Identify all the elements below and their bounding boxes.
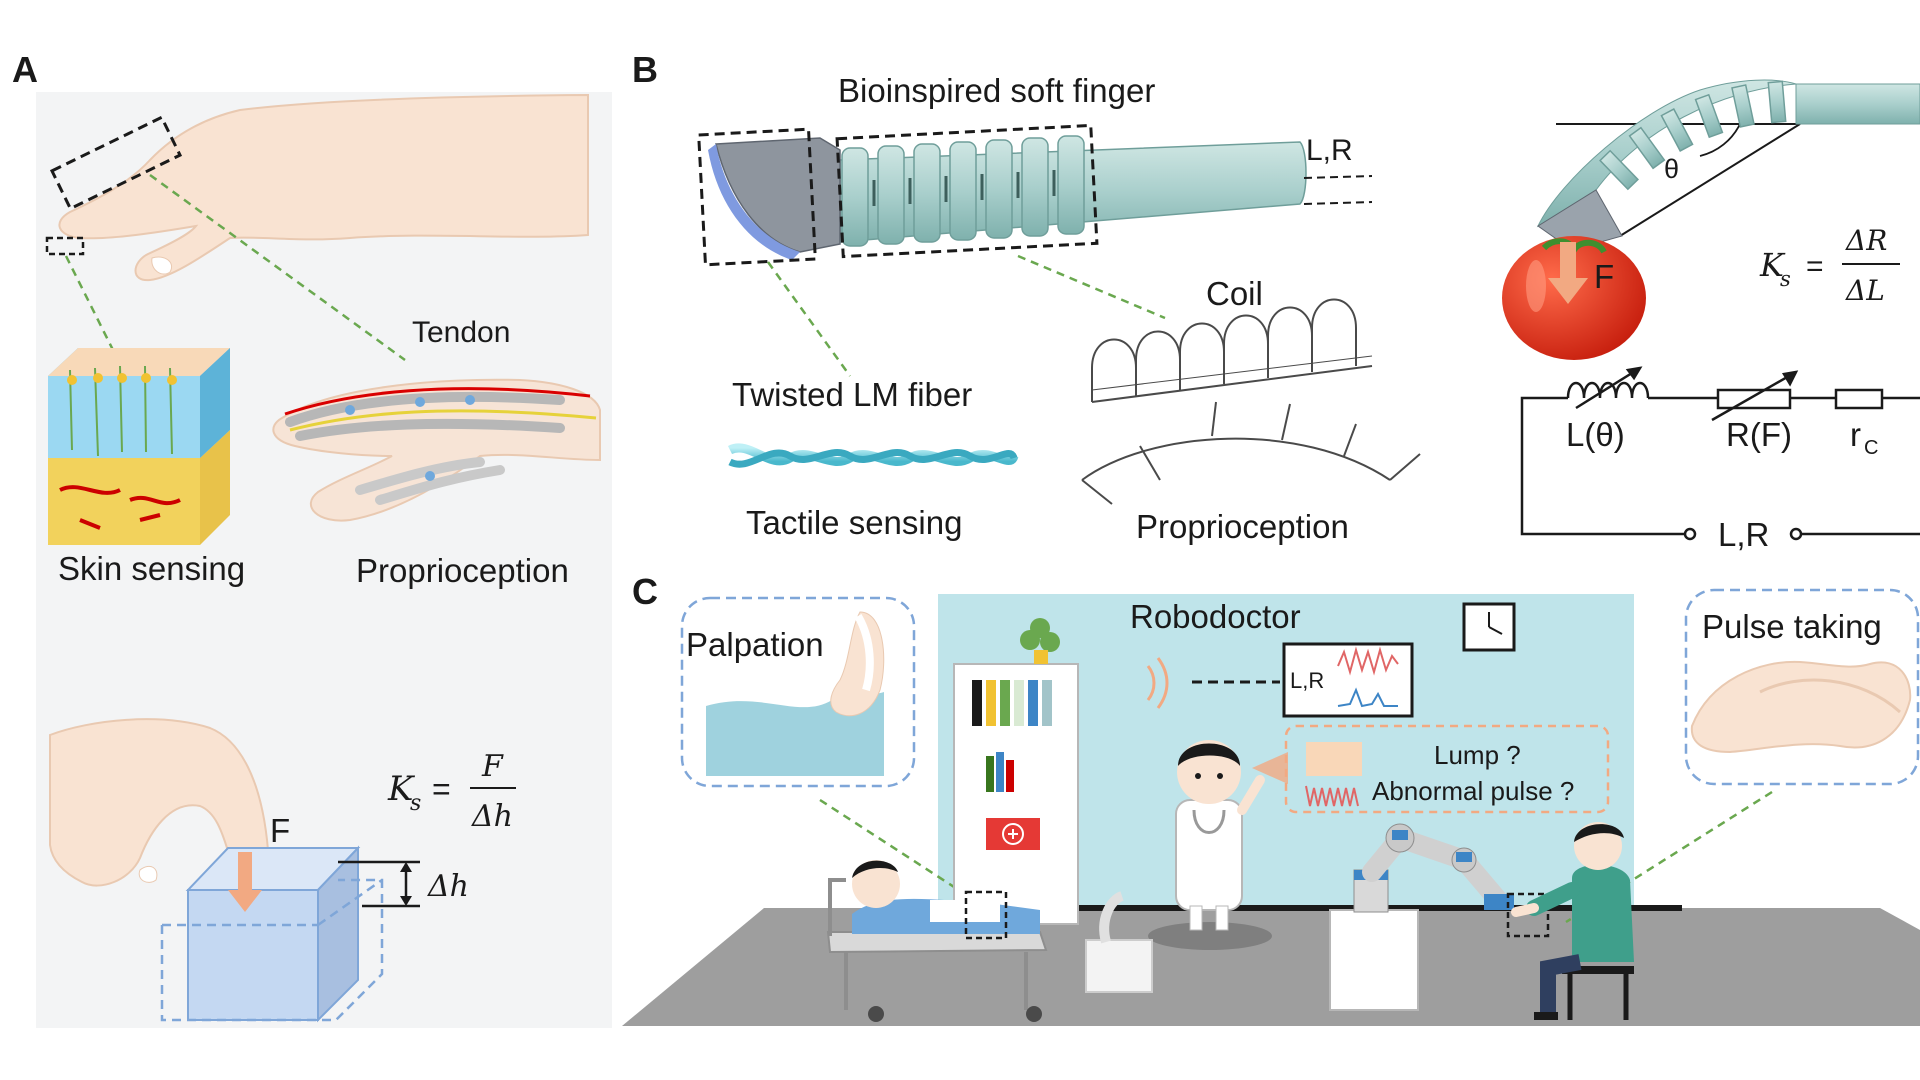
bent-finger-illustration xyxy=(1536,79,1920,251)
robodoctor-title: Robodoctor xyxy=(1130,598,1301,635)
equivalent-circuit xyxy=(1520,366,1920,541)
eq-b-lhs: K xyxy=(1759,246,1786,284)
skin-highlight-box xyxy=(45,236,85,256)
palpation-label: Palpation xyxy=(686,626,824,663)
panel-c-letter: C xyxy=(632,571,658,612)
twisted-fiber-label: Twisted LM fiber xyxy=(732,376,972,413)
proprioception-label-a: Proprioception xyxy=(356,552,569,589)
tendon-label: Tendon xyxy=(412,316,510,349)
skin-sensing-label: Skin sensing xyxy=(58,550,245,587)
room-floor xyxy=(622,908,1920,1026)
panel-a-letter: A xyxy=(12,49,38,90)
leader-line-fiber xyxy=(766,261,852,377)
contact-resistance-sub: C xyxy=(1864,437,1878,459)
hand-illustration-top xyxy=(58,93,589,282)
tomato-illustration xyxy=(1502,236,1646,360)
compressed-cube-illustration xyxy=(160,845,384,1023)
skin-cross-section-illustration xyxy=(48,348,230,545)
panel-a: A xyxy=(12,49,612,1028)
coil-illustration xyxy=(1091,298,1373,403)
delta-h-label: Δh xyxy=(427,869,469,904)
robodoctor-character xyxy=(1148,740,1272,950)
delta-h-dimension xyxy=(338,860,420,908)
leader-line-palpation xyxy=(819,798,969,898)
lead-wire-top xyxy=(1303,175,1373,179)
proprioception-label-b: Proprioception xyxy=(1136,508,1349,545)
tip-highlight-box xyxy=(697,127,817,267)
diagnosis-bubble xyxy=(1252,724,1610,814)
hospital-bed-illustration xyxy=(826,860,1048,1022)
panel-b-letter: B xyxy=(632,49,658,90)
tendon-hand-illustration xyxy=(272,378,601,522)
panel-b: B Bioinspired soft finger xyxy=(632,49,1920,553)
abnormal-pulse-label: Abnormal pulse ? xyxy=(1372,776,1574,806)
stiffness-equation-b: K s = ΔR ΔL xyxy=(1759,224,1900,307)
pulse-taking-inset xyxy=(1684,588,1920,786)
seated-patient-illustration xyxy=(1511,822,1634,1020)
fingertip-highlight-box xyxy=(49,115,183,211)
lump-label: Lump ? xyxy=(1434,740,1521,770)
panel-c: C Robodoctor Palpation Pulse taking xyxy=(622,571,1920,1026)
eq-a-lhs: K xyxy=(387,769,416,809)
lr-label-top: L,R xyxy=(1306,134,1353,167)
palpation-finger-highlight xyxy=(964,890,1008,940)
inductance-label: L(θ) xyxy=(1566,416,1625,453)
lead-wire-bottom xyxy=(1303,201,1373,205)
coil-label: Coil xyxy=(1206,275,1263,312)
eq-a-denominator: Δh xyxy=(471,799,513,834)
pulse-finger-highlight xyxy=(1506,892,1550,938)
wireless-signal-icon xyxy=(1146,657,1169,709)
lr-label-bottom: L,R xyxy=(1718,516,1769,553)
palpation-inset xyxy=(680,596,916,788)
stiffness-equation-a: K s = F Δh xyxy=(387,749,516,834)
coil-highlight-box xyxy=(835,123,1099,259)
medicine-cabinet xyxy=(953,618,1079,925)
eq-b-numerator: ΔR xyxy=(1845,224,1887,257)
palpation-robot-cart xyxy=(1085,891,1153,993)
force-label-b: F xyxy=(1594,258,1614,295)
wall-clock-icon xyxy=(1462,602,1516,652)
eq-b-denominator: ΔL xyxy=(1845,274,1885,307)
resistance-label: R(F) xyxy=(1726,416,1792,453)
force-label-a: F xyxy=(270,812,290,849)
eq-a-numerator: F xyxy=(481,749,504,784)
robot-arm-illustration xyxy=(1329,823,1514,1011)
eq-b-sub: s xyxy=(1780,267,1791,291)
tactile-sensing-label: Tactile sensing xyxy=(746,504,962,541)
proprioception-arc-illustration xyxy=(1081,401,1421,505)
leader-line-coil xyxy=(1017,254,1166,320)
contact-resistance-symbol: r xyxy=(1850,416,1861,453)
pulse-taking-label: Pulse taking xyxy=(1702,608,1882,645)
theta-label: θ xyxy=(1664,154,1679,184)
eq-b-equals: = xyxy=(1806,250,1824,283)
twisted-fiber-illustration xyxy=(727,443,1019,468)
monitor-lr-label: L,R xyxy=(1290,668,1324,693)
leader-line-skin xyxy=(64,255,120,361)
leader-line-tendon xyxy=(149,173,406,362)
contact-resistance-label: r C xyxy=(1850,416,1878,459)
soft-finger-title: Bioinspired soft finger xyxy=(838,72,1155,109)
signal-monitor xyxy=(1282,642,1414,718)
soft-finger-illustration xyxy=(708,135,1307,260)
eq-a-sub: s xyxy=(410,791,421,816)
eq-a-equals: = xyxy=(432,771,451,807)
pressing-hand-illustration xyxy=(49,718,270,887)
